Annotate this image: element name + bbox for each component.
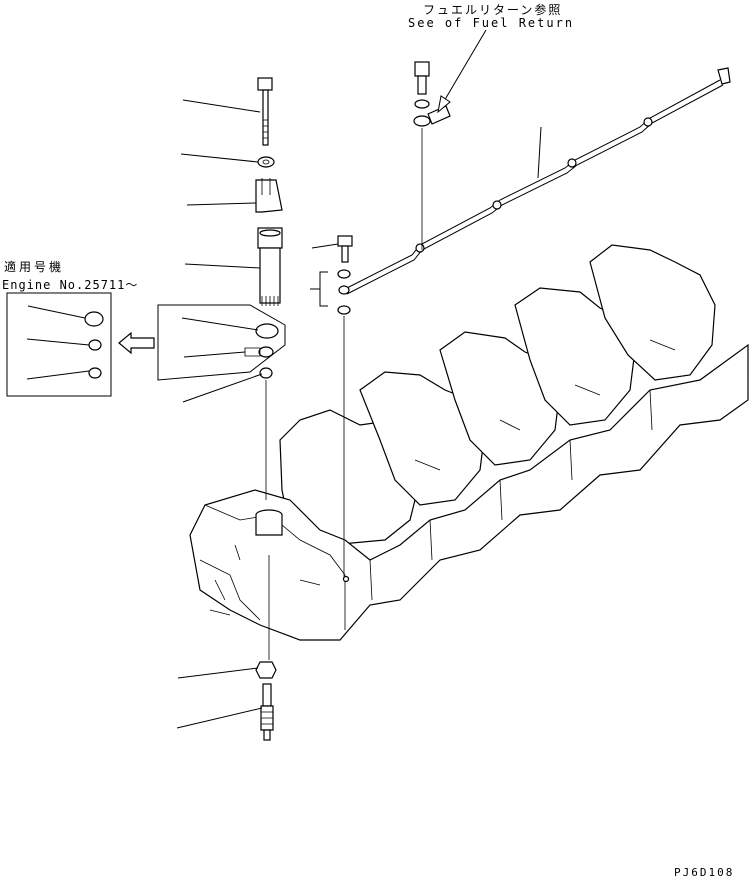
applicability-inset — [6, 292, 112, 397]
applicability-label-jp: 適用号機 — [4, 260, 65, 274]
inset-gasket — [88, 367, 102, 379]
fuel-return-callout-en: See of Fuel Return — [408, 16, 575, 30]
inset-o-ring-large — [84, 311, 104, 327]
return-banjo — [413, 115, 431, 127]
fuel-return-callout-jp: フュエルリターン参照 — [423, 3, 563, 17]
cylinder-head-block — [189, 244, 749, 641]
rocker-cover-4 — [514, 287, 636, 426]
o-ring-large — [255, 323, 279, 339]
applicability-engine-serial: Engine No.25711～ — [2, 278, 139, 292]
stud-nut — [255, 661, 277, 679]
o-ring-small — [258, 346, 274, 358]
clamp-bolt-shank — [262, 89, 269, 146]
rocker-cover-5 — [589, 244, 716, 381]
inset-frame — [6, 292, 112, 397]
leader-lines — [176, 29, 542, 729]
injector-assembly — [244, 77, 283, 741]
return-bolt-head — [414, 61, 430, 77]
clamp-bolt-head — [257, 77, 273, 91]
group-bracket — [157, 304, 286, 381]
callout-arrowhead — [437, 95, 451, 114]
injector-clamp — [255, 179, 283, 213]
return-washer — [414, 99, 430, 109]
drawing-code: PJ6D108 — [674, 866, 735, 879]
nozzle-gasket — [259, 367, 273, 379]
banjo-fitting — [338, 285, 350, 295]
inset-o-ring-small — [88, 339, 102, 351]
banjo-bolt-head — [337, 235, 353, 247]
banjo-washer-bottom — [337, 305, 351, 315]
injector-body — [259, 247, 281, 304]
stud-upper — [262, 683, 272, 707]
leak-off-pipe — [310, 61, 731, 578]
head-base — [189, 343, 749, 641]
banjo-washer-top — [337, 269, 351, 279]
left-arrow-icon — [118, 331, 155, 355]
washer-top — [257, 156, 275, 168]
